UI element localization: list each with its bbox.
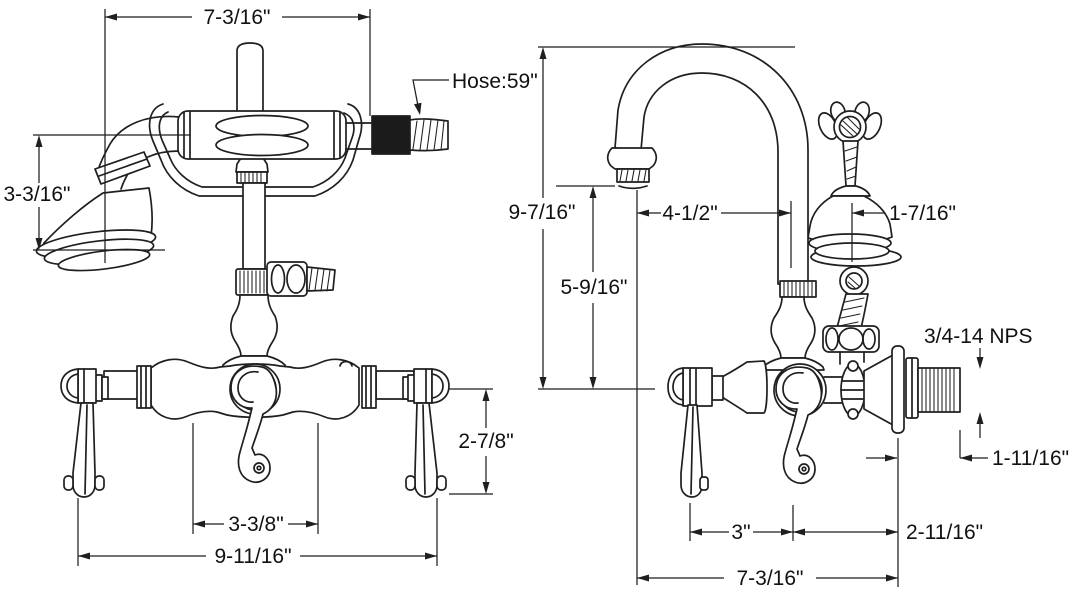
trim-ring-right — [361, 365, 377, 409]
trim-ring-left — [136, 365, 152, 409]
diverter-lever — [230, 365, 278, 483]
dim-overall-depth: 7-3/16" — [637, 567, 898, 590]
dim-label-overall-width: 9-11/16" — [214, 545, 291, 568]
dim-thread-spec: 3/4-14 NPS — [924, 325, 1033, 438]
dim-label-top-width: 7-3/16" — [204, 6, 271, 29]
dim-spout-reach: 4-1/2" — [636, 190, 792, 585]
dim-left-top-width: 7-3/16" — [104, 6, 371, 263]
dim-label-spout-height: 9-7/16" — [509, 201, 576, 224]
dim-label-handle-to-center: 3" — [731, 521, 750, 544]
dim-label-head-drop: 3-3/16" — [4, 183, 71, 206]
dimension-annotations: 7-3/16" Hose:59" 3-3/16" 2-7/8" 3- — [4, 6, 1069, 590]
dim-valve-spacing: 3-3/8" — [192, 423, 319, 536]
handle-left — [60, 368, 105, 498]
threaded-nipple — [917, 367, 961, 413]
handshower-head — [35, 187, 157, 272]
dim-center-to-wall: 2-11/16" — [793, 438, 983, 587]
right-view-side — [606, 43, 961, 498]
dim-handle-height: 2-7/8" — [449, 388, 514, 495]
handshower-hanging — [807, 140, 902, 365]
dim-label-nipple-length: 1-11/16" — [992, 447, 1069, 470]
column-ring — [779, 280, 817, 298]
faucet-body-side — [667, 345, 961, 498]
handshower-grip — [177, 110, 347, 160]
dim-label-handle-height: 2-7/8" — [458, 430, 513, 453]
hose-connector — [345, 115, 449, 155]
dim-nipple-length: 1-11/16" — [866, 430, 1069, 470]
cone-flange — [863, 354, 894, 426]
dim-label-spout-reach: 4-1/2" — [662, 202, 717, 225]
dim-label-center-to-wall: 2-11/16" — [906, 521, 983, 544]
dim-label-valve-spacing: 3-3/8" — [228, 513, 283, 536]
dim-handle-to-center: 3" — [689, 503, 794, 544]
dim-overall-width: 9-11/16" — [77, 498, 438, 568]
dim-label-handshower-offset: 1-7/16" — [889, 202, 956, 225]
dim-label-overall-depth: 7-3/16" — [737, 567, 804, 590]
wall-flange — [891, 345, 905, 434]
side-handle-cap — [667, 367, 684, 406]
handshower-arm — [94, 115, 180, 190]
left-view-front — [35, 42, 450, 498]
dim-outlet-height: 5-9/16" — [556, 185, 628, 389]
handshower-hook — [817, 101, 883, 144]
dim-hose-callout: Hose:59" — [412, 70, 538, 115]
dim-label-hose: Hose:59" — [452, 70, 538, 93]
riser-pipe-top — [236, 42, 264, 115]
riser-column — [221, 157, 287, 370]
dim-label-outlet-height: 5-9/16" — [561, 276, 628, 299]
dim-label-thread-spec: 3/4-14 NPS — [924, 325, 1033, 348]
dim-head-drop: 3-3/16" — [4, 134, 190, 251]
supply-valve — [266, 261, 336, 297]
spout-outlet — [606, 147, 658, 170]
gooseneck-spout — [606, 43, 825, 371]
dim-handshower-offset: 1-7/16" — [851, 202, 956, 262]
handle-right — [405, 368, 450, 498]
dim-spout-height: 9-7/16" — [509, 46, 795, 390]
knurled-ferrule — [371, 115, 411, 155]
